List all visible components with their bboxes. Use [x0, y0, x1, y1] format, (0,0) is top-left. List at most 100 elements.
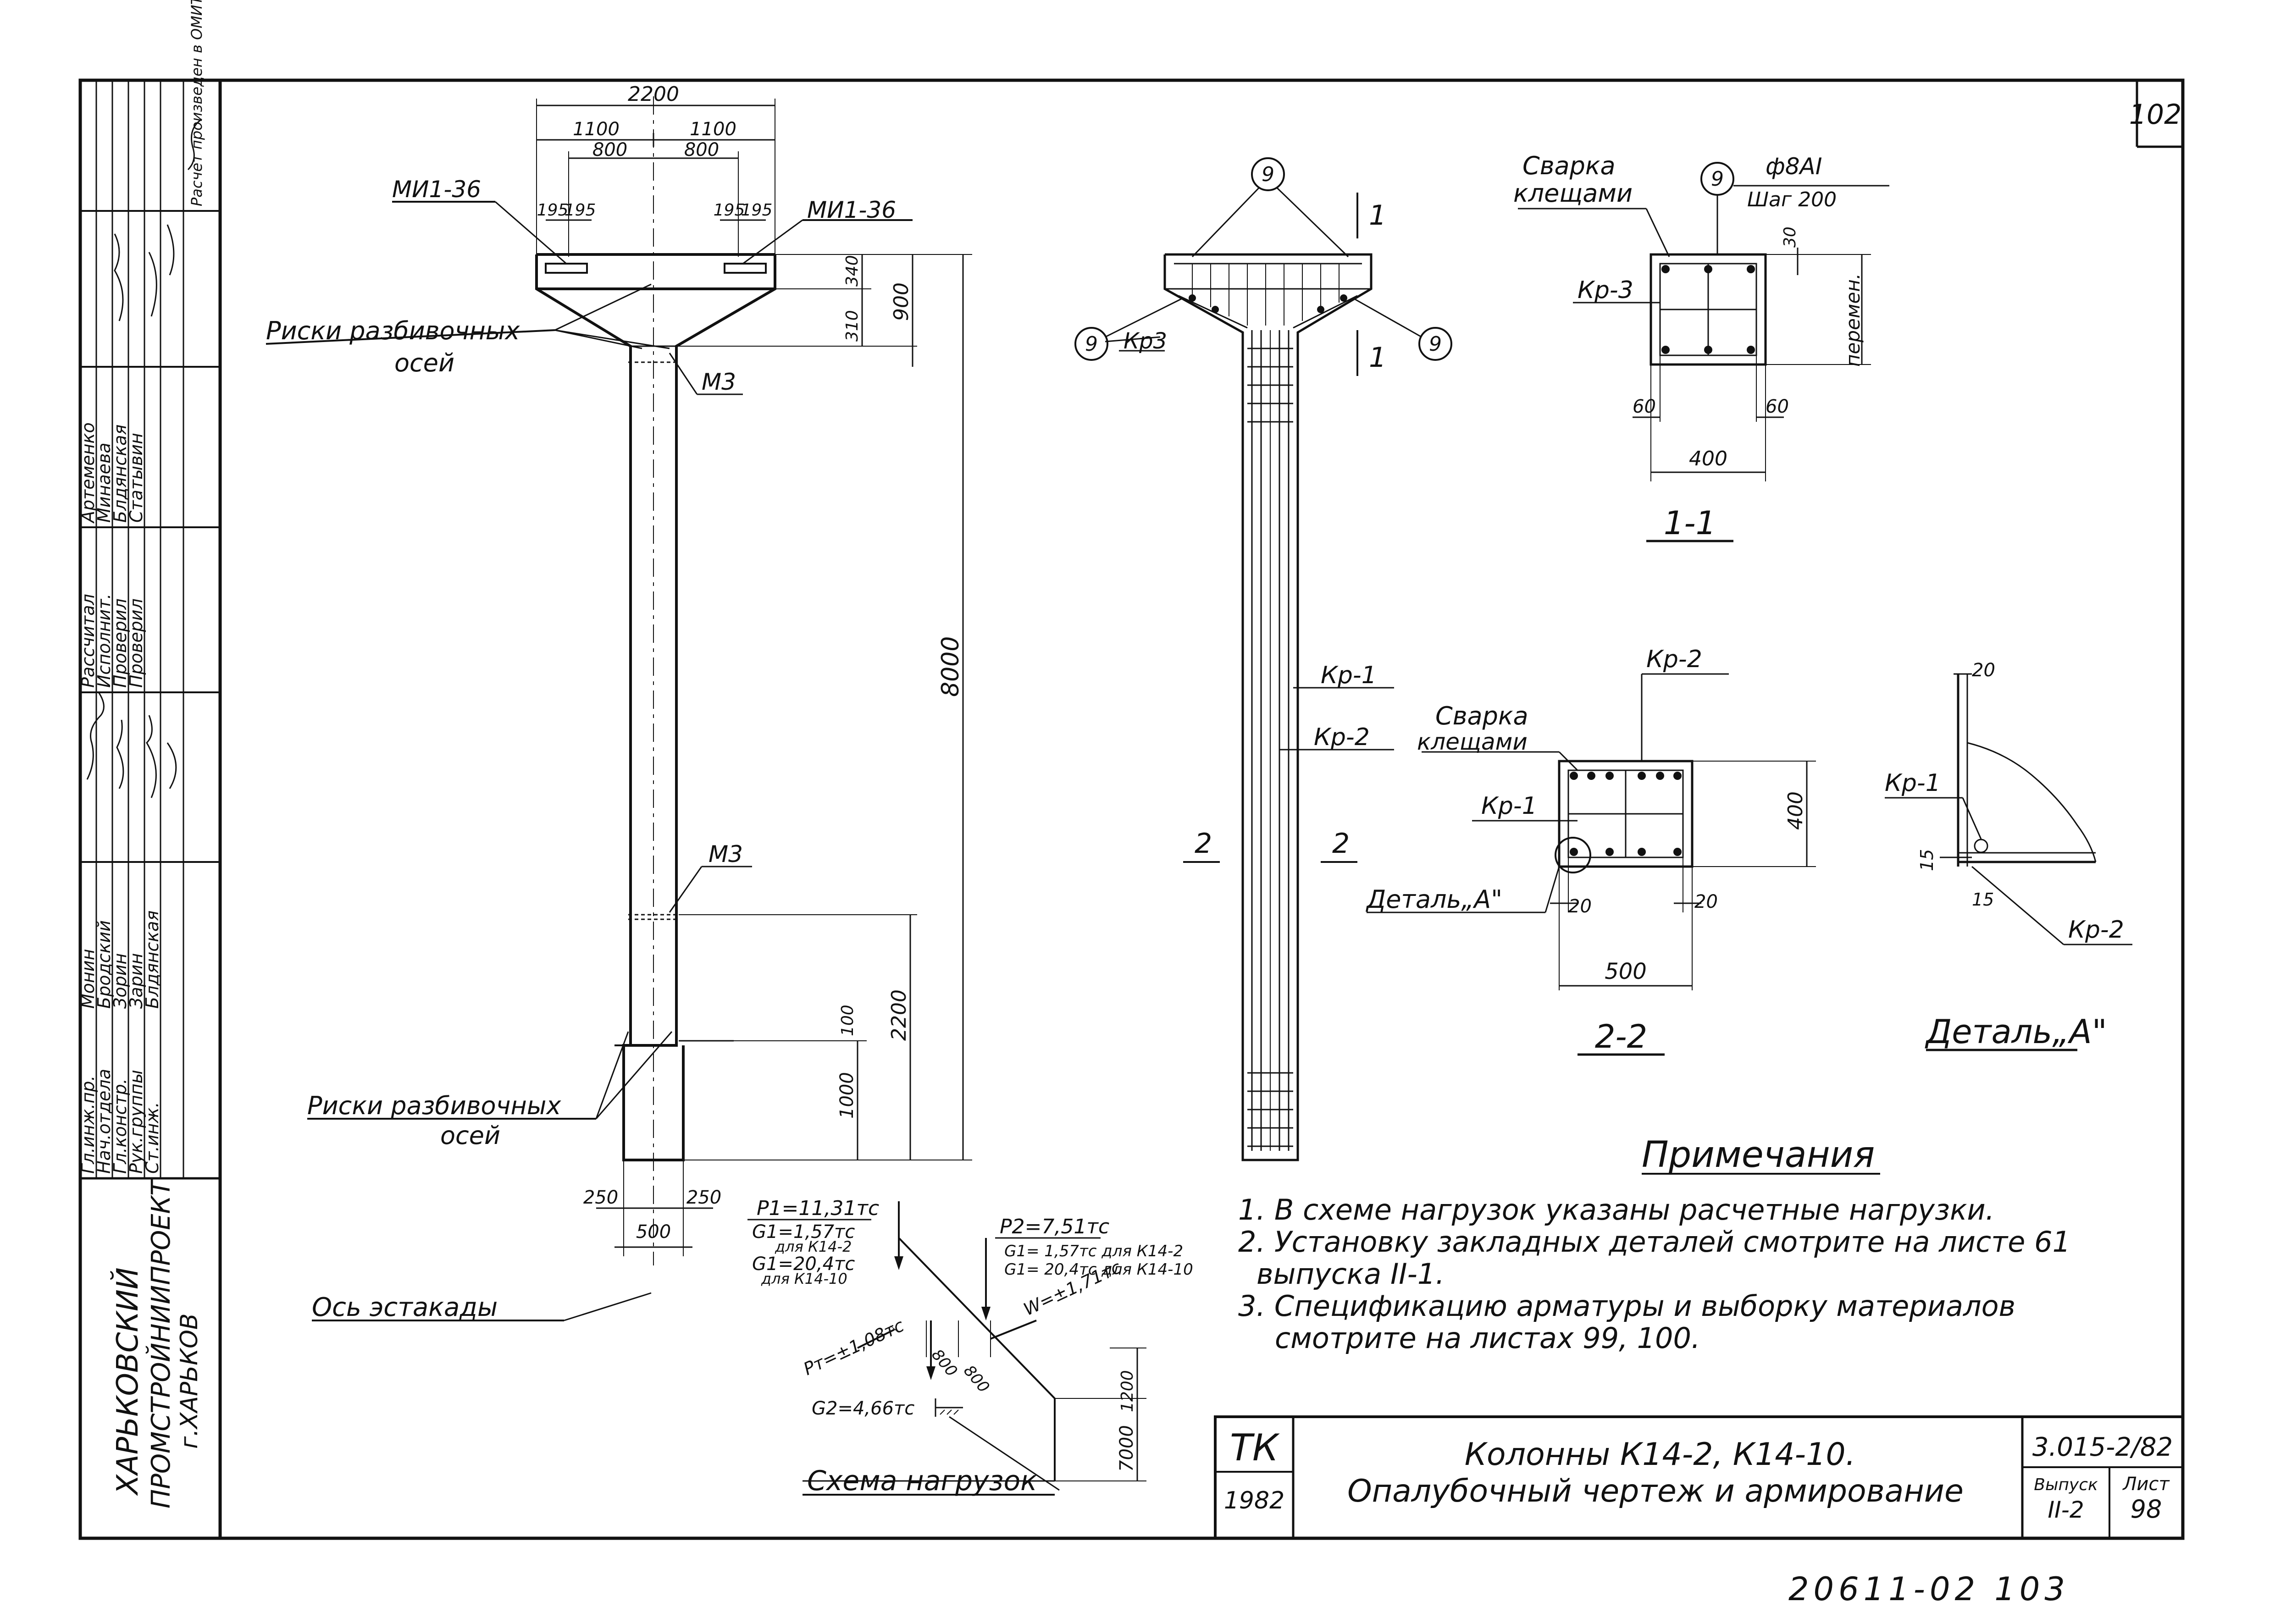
label-riski-bot-b: осей: [440, 1121, 500, 1150]
detA-kr1: Кр-1: [1885, 769, 1941, 797]
dim-1000: 1000: [836, 1072, 858, 1119]
s22-dim-500: 500: [1605, 959, 1647, 984]
dim-250-right: 250: [686, 1187, 721, 1208]
stamp-name2-2: Минаева: [94, 442, 114, 523]
load-g1b-for: для К14-10: [761, 1270, 847, 1287]
section-2-2: [1367, 673, 1816, 1056]
note-3b: смотрите на листах 99, 100.: [1275, 1321, 1700, 1355]
s22-dim-20-right: 20: [1694, 891, 1718, 912]
s22-dim-400: 400: [1784, 791, 1807, 830]
reinf-sec2-mark-right: 2: [1332, 828, 1350, 860]
s11-dim-400: 400: [1689, 447, 1727, 470]
load-title: Схема нагрузок: [807, 1465, 1037, 1497]
detail-a: [1885, 673, 2132, 1051]
tb-name2: Опалубочный чертеж и армирование: [1347, 1473, 1964, 1509]
reinf-label-kr2: Кр-2: [1314, 724, 1370, 751]
dim-195-4: 195: [741, 201, 773, 220]
tb-tk: ТК: [1230, 1426, 1280, 1469]
stamp-role-2: Нач.отдела: [94, 1069, 114, 1174]
dim-195-3: 195: [714, 201, 745, 220]
s11-svarka-b: клещами: [1513, 179, 1633, 208]
stamp-role2-3: Проверил: [110, 598, 130, 688]
stamp-role-5: Ст.инж.: [142, 1102, 162, 1174]
tb-year: 1982: [1224, 1487, 1284, 1514]
reinf-sec1-mark-top: 1: [1369, 199, 1386, 232]
load-p1: P1=11,31тс: [757, 1197, 879, 1220]
dim-195-2: 195: [565, 201, 596, 220]
s11-kr3: Кр-3: [1578, 276, 1633, 304]
s22-kr1: Кр-1: [1481, 792, 1537, 820]
s22-kr2: Кр-2: [1646, 646, 1702, 673]
s11-dim-30: 30: [1781, 226, 1799, 248]
elevation-dimensions: [266, 99, 972, 1321]
stamp-name-5: Блдянская: [142, 911, 162, 1009]
stamp-org-line2: ПРОМСТРОЙНИИПРОЕКТ: [146, 1178, 176, 1508]
detA-kr2: Кр-2: [2068, 916, 2124, 944]
load-g2: G2=4,66тс: [812, 1398, 914, 1419]
s11-dim-60-right: 60: [1766, 396, 1789, 417]
stamp-role2-4: Проверил: [126, 598, 146, 688]
dim-900: 900: [890, 282, 913, 321]
s11-dim-60-left: 60: [1633, 396, 1656, 417]
s22-svarka-b: клещами: [1417, 729, 1528, 755]
dim-800-left: 800: [592, 139, 627, 160]
stamp-name-3: Зорин: [110, 953, 130, 1009]
dim-800-right: 800: [684, 139, 719, 160]
load-dim-800-a: 800: [928, 1346, 961, 1380]
s22-dim-20-left: 20: [1568, 896, 1592, 917]
s22-svarka-a: Сварка: [1435, 702, 1528, 730]
label-os-estakady: Ось эстакады: [312, 1293, 498, 1322]
load-scheme: [747, 1201, 1146, 1496]
stamp-calc-note: Расчет произведен в ОМИТРЕ по программе …: [188, 0, 205, 206]
dim-2200: 2200: [628, 83, 679, 106]
label-riski-bot-a: Риски разбивочных: [307, 1091, 561, 1120]
stamp-name-1: Монин: [78, 949, 98, 1009]
note-2a: 2. Установку закладных деталей смотрите …: [1238, 1225, 2070, 1259]
page-number: 102: [2129, 99, 2182, 131]
dim-250-left: 250: [583, 1187, 618, 1208]
reinf-pos-9-top: 9: [1262, 163, 1274, 186]
title-block: [1214, 1415, 2184, 1540]
sheet-frame: [78, 78, 2185, 1540]
s11-svarka-a: Сварка: [1522, 151, 1616, 180]
load-p2: P2=7,51тс: [1000, 1215, 1109, 1238]
stamp-role-3: Гл.констр.: [110, 1078, 130, 1174]
label-mi1-right: МИ1-36: [807, 197, 896, 223]
stamp-role-1: Гл.инж.пр.: [78, 1076, 98, 1174]
reinf-pos-9-right: 9: [1429, 332, 1442, 356]
note-1: 1. В схеме нагрузок указаны расчетные на…: [1238, 1193, 1994, 1226]
label-riski-top-b: осей: [394, 348, 454, 377]
stamp-name2-4: Статывин: [126, 433, 146, 523]
load-g1c: G1= 1,57тс для К14-2: [1004, 1242, 1183, 1260]
s11-title: 1-1: [1664, 504, 1716, 542]
load-pt: Pт=±1,08тс: [800, 1315, 907, 1379]
detA-dim-15-b: 15: [1972, 889, 1994, 910]
stamp-name2-1: Артеменко: [78, 422, 98, 524]
dim-2200-vert: 2200: [887, 989, 911, 1041]
stamp-name-4: Зарин: [126, 953, 146, 1009]
dim-500: 500: [636, 1221, 671, 1243]
s22-title: 2-2: [1595, 1018, 1647, 1055]
stamp-role2-2: Исполнит.: [94, 594, 114, 688]
reinf-pos-9-left: 9: [1085, 332, 1098, 356]
left-stamp: [80, 80, 220, 1180]
load-g1a: G1=1,57тс: [752, 1221, 855, 1243]
s11-step: Шаг 200: [1747, 188, 1837, 211]
dim-195-1: 195: [537, 201, 569, 220]
dim-310: 310: [843, 310, 862, 342]
reinf-label-kr1: Кр-1: [1321, 662, 1377, 689]
detA-dim-15-a: 15: [1917, 849, 1937, 871]
stamp-name2-3: Блдянская: [110, 425, 130, 523]
dim-340: 340: [843, 255, 862, 287]
column-elevation: [535, 96, 776, 1265]
load-g1a-for: для К14-2: [775, 1238, 852, 1255]
tb-name1: Колонны К14-2, К14-10.: [1465, 1436, 1856, 1473]
label-mi1-left: МИ1-36: [392, 176, 481, 203]
label-m3-mid: М3: [709, 841, 743, 867]
load-dim-1200: 1200: [1118, 1370, 1137, 1412]
note-3a: 3. Спецификацию арматуры и выборку матер…: [1238, 1289, 2015, 1323]
s11-pos-9: 9: [1711, 167, 1724, 191]
load-g1d: G1= 20,4тс для К14-10: [1004, 1260, 1193, 1279]
